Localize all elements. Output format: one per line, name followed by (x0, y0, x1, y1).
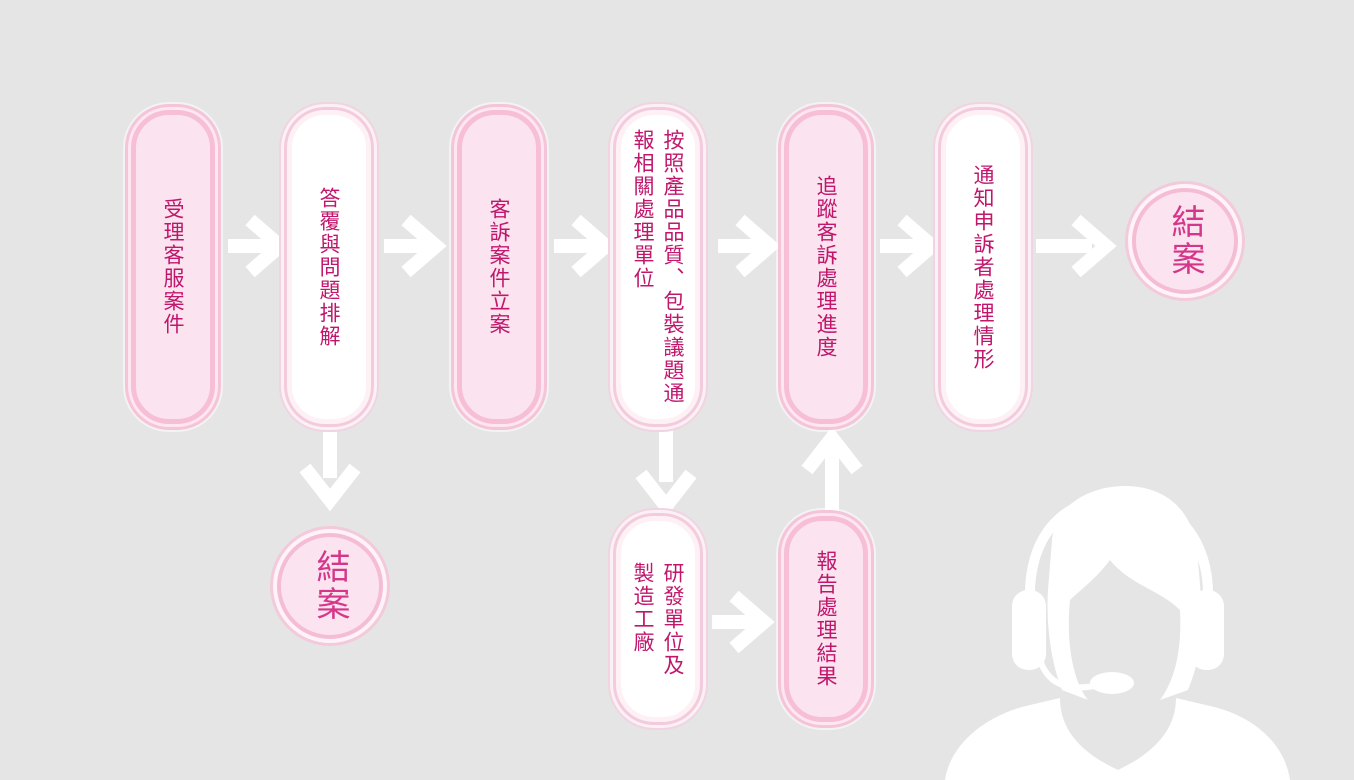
end-circle-branch: 結案 (277, 533, 383, 639)
customer-service-icon (945, 486, 1290, 780)
arrow-down-icon (635, 426, 697, 518)
step-rd-factory: 研發單位及 製造工廠 (616, 516, 700, 722)
step-notify-units: 按照產品品質、包裝議題通 報相關處理單位 (616, 110, 700, 424)
arrow-right-icon (712, 596, 764, 648)
arrow-up-icon (801, 426, 863, 518)
step-receive-label: 受理客服案件 (161, 198, 185, 336)
end-label: 結案 (1165, 204, 1205, 278)
step-reply-label: 答覆與問題排解 (317, 186, 341, 348)
step-report-result: 報告處理結果 (784, 516, 868, 722)
step-rd-label: 研發單位及 製造工廠 (631, 561, 685, 677)
step-notify-label: 按照產品品質、包裝議題通 報相關處理單位 (631, 129, 685, 405)
step-report-label: 報告處理結果 (814, 550, 838, 688)
end-label: 結案 (310, 549, 350, 623)
step-reply-troubleshoot: 答覆與問題排解 (287, 110, 371, 424)
arrow-right-icon (1036, 214, 1117, 278)
step-track-label: 追蹤客訴處理進度 (814, 175, 838, 359)
arrow-right-icon (384, 220, 436, 272)
arrow-right-icon (554, 220, 606, 272)
step-inform-complainant: 通知申訴者處理情形 (941, 110, 1025, 424)
step-inform-label: 通知申訴者處理情形 (971, 163, 995, 371)
arrow-right-icon (718, 220, 770, 272)
step-file-complaint: 客訴案件立案 (457, 110, 541, 424)
arrow-down-icon (299, 426, 361, 512)
end-circle-main: 結案 (1132, 188, 1238, 294)
arrow-right-icon (880, 220, 932, 272)
arrow-right-icon (228, 220, 280, 272)
step-file-label: 客訴案件立案 (487, 198, 511, 336)
step-track-progress: 追蹤客訴處理進度 (784, 110, 868, 424)
step-receive-case: 受理客服案件 (131, 110, 215, 424)
